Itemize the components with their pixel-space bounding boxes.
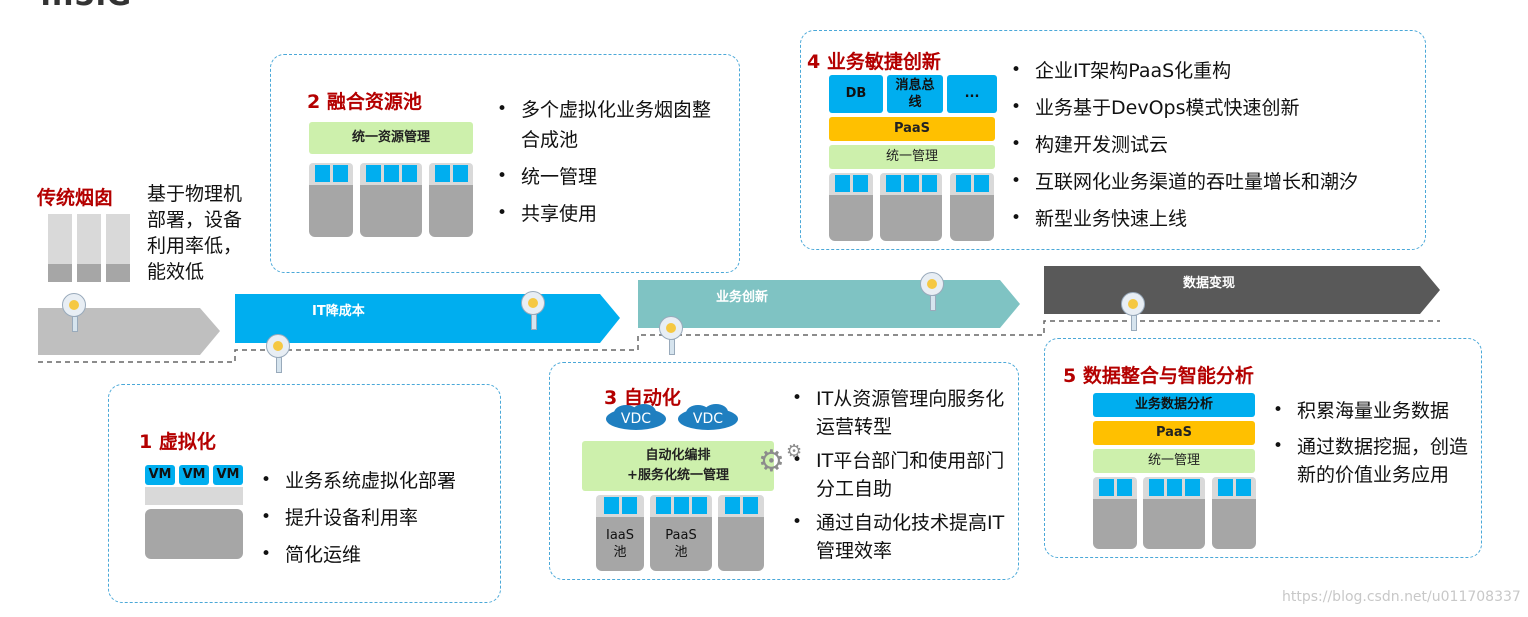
business-analysis-bar: 业务数据分析 [1093, 393, 1255, 417]
server-icon [718, 495, 764, 571]
watermark: https://blog.csdn.net/u011708337 [1282, 589, 1521, 605]
data-panel: 5 数据整合与智能分析 业务数据分析 PaaS 统一管理 积累海量业务数据 通过… [1044, 338, 1482, 558]
pin-icon [266, 334, 290, 373]
stage-label-cost: IT降成本 [312, 304, 365, 319]
physical-server [145, 509, 243, 559]
pin-icon [920, 272, 944, 311]
vdc-label: VDC [620, 411, 652, 427]
pin-icon [62, 293, 86, 332]
vdc-cloud-icon [678, 404, 738, 430]
server-icon [1212, 477, 1256, 549]
message-bus-box: 消息总 线 [887, 75, 943, 113]
unified-resource-bar: 统一资源管理 [309, 122, 473, 154]
stage-label-innovation: 业务创新 [716, 290, 769, 305]
virtualization-title: 1 虚拟化 [139, 431, 216, 453]
agile-title: 4 业务敏捷创新 [807, 51, 941, 73]
stage-arrow-cost [235, 294, 620, 343]
traditional-desc: 基于物理机 部署，设备 利用率低， 能效低 [147, 183, 243, 283]
pin-icon [659, 316, 683, 355]
stage-arrow-traditional [38, 308, 220, 355]
stage-arrow-monetize [1044, 266, 1440, 314]
server-icon [950, 173, 994, 241]
vdc-cloud-icon [606, 404, 666, 430]
resource-pool-panel: 2 融合资源池 统一资源管理 多个虚拟化业务烟囱整合成池 统一管理 共享使用 [270, 54, 740, 273]
vdc-label: VDC [692, 411, 724, 427]
server-icon [309, 163, 353, 237]
page-title-partial: ...5.G [40, 0, 131, 13]
server-icon [829, 173, 873, 241]
paas-label: PaaS 池 [665, 528, 697, 560]
resource-pool-bullets: 多个虚拟化业务烟囱整合成池 统一管理 共享使用 [495, 94, 713, 229]
iaas-label: IaaS 池 [605, 528, 635, 560]
automation-bullets: IT从资源管理向服务化运营转型 IT平台部门和使用部门分工自助 通过自动化技术提… [790, 384, 1010, 565]
server-icon [1143, 477, 1205, 549]
vm-box: VM [179, 465, 209, 485]
paas-bar: PaaS [1093, 421, 1255, 445]
iaas-pool [596, 495, 644, 571]
resource-pool-title: 2 融合资源池 [307, 91, 422, 113]
vm-box: VM [145, 465, 175, 485]
paas-pool [650, 495, 712, 571]
automation-panel: 3 自动化 VDC VDC 自动化编排 +服务化统一管理 ⚙ ⚙ IaaS 池 … [549, 362, 1019, 580]
virtualization-panel: 1 虚拟化 VM VM VM 业务系统虚拟化部署 提升设备利用率 简化运维 [108, 384, 501, 603]
vm-box: VM [213, 465, 243, 485]
data-title: 5 数据整合与智能分析 [1063, 365, 1254, 387]
stage-label-monetize: 数据变现 [1183, 276, 1236, 291]
server-icon [1093, 477, 1137, 549]
data-bullets: 积累海量业务数据 通过数据挖掘，创造新的价值业务应用 [1271, 396, 1479, 489]
unified-mgmt-bar: 统一管理 [1093, 449, 1255, 473]
pin-icon [1121, 292, 1145, 331]
virtualization-bullets: 业务系统虚拟化部署 提升设备利用率 简化运维 [259, 462, 489, 574]
traditional-title: 传统烟囱 [37, 187, 114, 209]
orchestration-bar: 自动化编排 +服务化统一管理 [582, 441, 774, 491]
pin-icon [521, 291, 545, 330]
server-icon [880, 173, 942, 241]
timeline-dash [38, 320, 1440, 363]
traditional-racks [48, 214, 132, 282]
server-icon [429, 163, 473, 237]
paas-bar: PaaS [829, 117, 995, 141]
server-icon [360, 163, 422, 237]
unified-mgmt-bar: 统一管理 [829, 145, 995, 169]
gear-icon: ⚙ [758, 444, 785, 479]
more-box: ... [947, 75, 997, 113]
agile-bullets: 企业IT架构PaaS化重构 业务基于DevOps模式快速创新 构建开发测试云 互… [1009, 52, 1421, 238]
stage-arrow-innovation [638, 280, 1020, 328]
db-box: DB [829, 75, 883, 113]
hypervisor-layer [145, 487, 243, 505]
automation-title: 3 自动化 [604, 387, 681, 409]
agile-panel: 4 业务敏捷创新 DB 消息总 线 ... PaaS 统一管理 企业IT架构Pa… [800, 30, 1426, 250]
